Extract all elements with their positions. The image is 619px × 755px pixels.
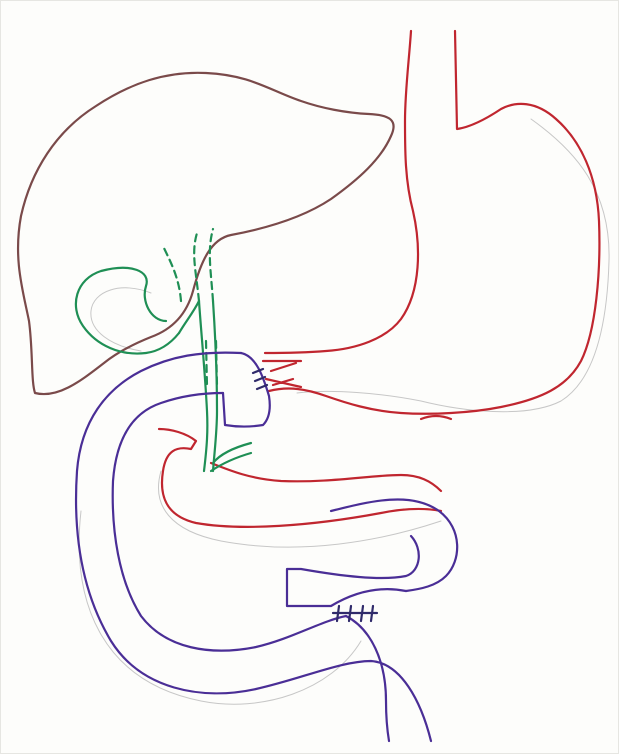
- cystic-duct: [179, 301, 199, 333]
- stomach-outer-curvature: [269, 31, 599, 414]
- stomach-pencil-outline: [297, 119, 609, 412]
- hepaticojejunostomy-stump: [223, 353, 270, 427]
- suture-anastomosis-lower: [333, 606, 377, 621]
- common-bile-duct-left: [199, 301, 207, 471]
- jejunal-limb-inner: [113, 393, 346, 651]
- limb-pencil-outline: [79, 511, 361, 704]
- hepatic-duct-dashed-1: [163, 246, 181, 301]
- jejunal-limb-end-right: [346, 616, 389, 741]
- duodenum-pencil-outline: [159, 471, 442, 547]
- duodenum-inner-outline: [211, 463, 441, 491]
- biliary-tree: [76, 229, 251, 471]
- bile-duct-dashed-lower: [206, 341, 207, 386]
- pylorus-marking: [263, 361, 301, 387]
- greater-curvature-lesion: [421, 416, 451, 419]
- hepatic-duct-dashed-3: [210, 229, 213, 301]
- duodenum-outline: [159, 429, 441, 527]
- common-bile-duct-right: [213, 301, 217, 471]
- pancreatic-duct-lower: [211, 453, 251, 471]
- hepatic-duct-dashed-2: [194, 233, 199, 301]
